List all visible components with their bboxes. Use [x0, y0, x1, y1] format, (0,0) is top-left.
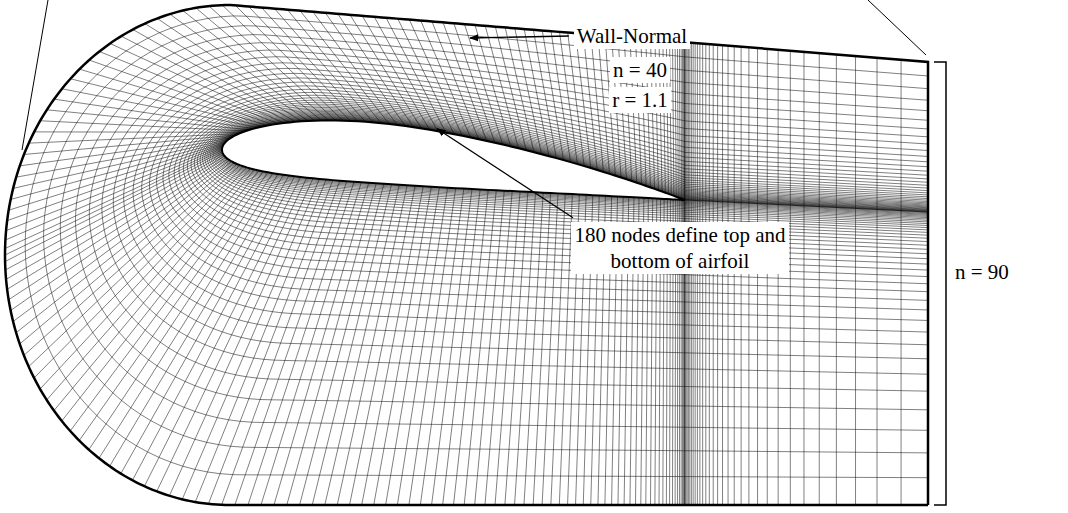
annotation-label: Wall-Normal: [574, 23, 690, 49]
grid-line: [54, 170, 255, 411]
grid-line: [124, 68, 928, 344]
leader-arrow: [470, 36, 569, 38]
grid-line: [174, 95, 928, 276]
grid-lines: [5, 5, 928, 505]
grid-line: [20, 163, 234, 344]
grid-line: [149, 82, 928, 310]
annotation-label: n = 90: [952, 259, 1012, 285]
annotation-label: 180 nodes define top and bottom of airfo…: [571, 222, 789, 275]
grid-line: [337, 185, 407, 505]
grid-line: [194, 106, 928, 249]
grid-line: [855, 208, 856, 505]
grid-line: [219, 119, 928, 215]
grid-line: [790, 205, 791, 505]
grid-line: [183, 100, 928, 264]
grid-line: [213, 116, 928, 224]
grid-line: [113, 63, 928, 359]
grid-line: [25, 16, 928, 478]
grid-line: [208, 180, 332, 504]
airfoil-outline: [222, 120, 685, 200]
grid-line: [102, 57, 928, 374]
grid-line: [803, 206, 804, 505]
grid-line: [44, 26, 928, 453]
grid-line: [261, 182, 361, 505]
zoom-line: [22, 0, 48, 150]
grid-line: [157, 86, 928, 301]
grid-line: [222, 120, 928, 212]
leader-arrow: [437, 129, 573, 218]
grid-line: [89, 50, 928, 391]
grid-line: [5, 5, 928, 505]
grid-line: [235, 181, 347, 505]
grid-line: [9, 157, 226, 299]
grid-line: [62, 170, 259, 420]
grid-line: [79, 172, 268, 440]
grid-line: [16, 161, 232, 332]
grid-line: [216, 117, 928, 220]
grid-line: [132, 176, 294, 480]
grid-line: [195, 180, 326, 502]
grid-line: [70, 171, 263, 431]
grid-line: [210, 114, 928, 227]
grid-line: [300, 184, 384, 505]
grid-line: [836, 207, 837, 505]
grid-line: [144, 177, 300, 486]
grid-line: [187, 102, 928, 258]
grid-line: [163, 89, 928, 291]
grid-line: [179, 98, 928, 270]
grid-line: [350, 186, 416, 505]
dimension-bracket: [934, 62, 946, 505]
grid-line: [142, 78, 928, 321]
grid-line: [169, 178, 313, 495]
grid-line: [819, 207, 820, 505]
grid-line: [76, 43, 929, 410]
annotation-label: r = 1.1: [609, 87, 671, 113]
grid-line: [157, 178, 307, 492]
zoom-line: [868, 0, 926, 55]
grid-line: [901, 211, 902, 505]
grid-line: [60, 35, 928, 431]
grid-line: [217, 118, 928, 219]
annotation-label: n = 40: [610, 57, 670, 83]
grid-line: [287, 183, 376, 505]
domain-boundary: [5, 5, 928, 505]
grid-line: [325, 185, 400, 505]
grid-line: [200, 109, 928, 242]
grid-line: [877, 209, 878, 505]
